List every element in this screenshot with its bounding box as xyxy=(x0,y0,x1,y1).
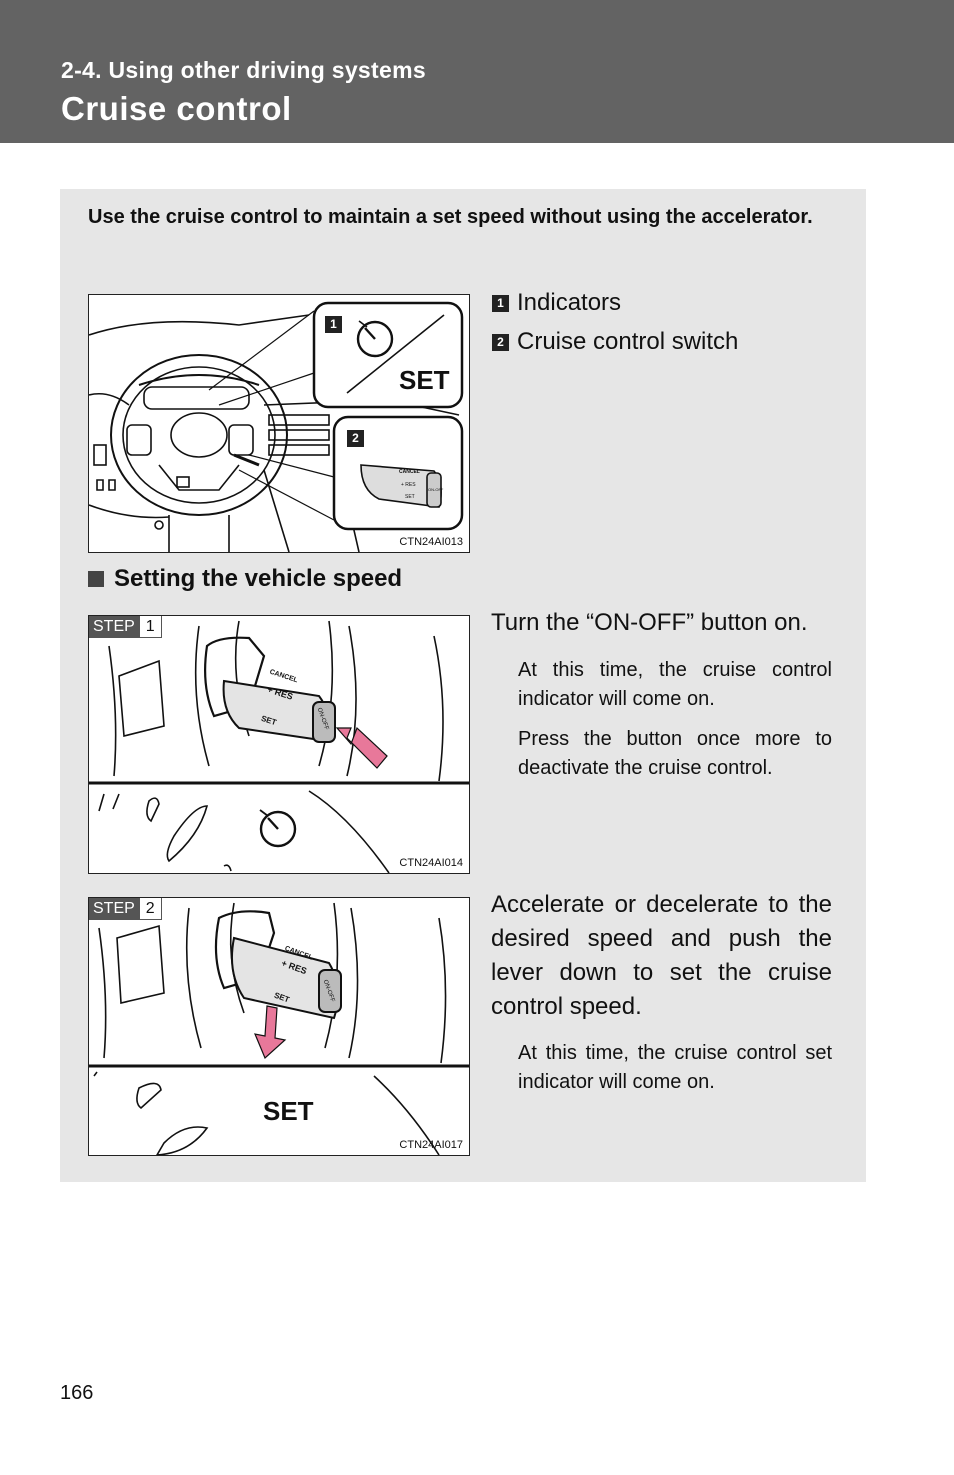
callout-number-2: 2 xyxy=(352,431,359,445)
step-2-figure: STEP 2 CANCEL + RES SET ON-OFF SET CTN24… xyxy=(88,897,470,1156)
legend-number: 1 xyxy=(492,294,509,312)
legend-item-cruise-switch: 2 Cruise control switch xyxy=(492,328,738,356)
step-badge: STEP 1 xyxy=(89,616,162,638)
figure-code: CTN24AI013 xyxy=(399,536,463,548)
legend-label: Indicators xyxy=(517,289,622,316)
set-indicator-text: SET xyxy=(263,1096,314,1126)
step-1-note-1: At this time, the cruise control indicat… xyxy=(518,659,832,710)
section-label: 2-4. Using other driving systems xyxy=(61,57,426,83)
switch-label-res: + RES xyxy=(401,482,416,488)
legend-item-indicators: 1 Indicators xyxy=(492,289,621,317)
square-bullet-icon xyxy=(88,571,104,587)
figure-code: CTN24AI014 xyxy=(399,857,463,869)
subsection-heading: Setting the vehicle speed xyxy=(88,565,402,593)
legend-label: Cruise control switch xyxy=(517,328,739,355)
push-arrow-icon xyxy=(335,726,388,769)
callout-number-1: 1 xyxy=(330,317,337,331)
legend-number: 2 xyxy=(492,333,509,351)
step-1-figure: STEP 1 CANCEL + RES SET ON-OFF CTN24AI01… xyxy=(88,615,470,874)
switch-label-set: SET xyxy=(405,494,415,500)
on-off-lever-illustration xyxy=(89,620,469,873)
step-2-note-1: At this time, the cruise control set ind… xyxy=(518,1042,832,1093)
switch-label-cancel: CANCEL xyxy=(399,469,420,475)
step-1-note-2: Press the button once more to deactivate… xyxy=(518,728,832,779)
step-badge: STEP 2 xyxy=(89,898,162,920)
step-2-instruction: Accelerate or decelerate to the desired … xyxy=(491,891,832,1020)
intro-text: Use the cruise control to maintain a set… xyxy=(88,206,813,228)
set-lever-illustration xyxy=(89,902,469,1155)
chapter-header: 2-4. Using other driving systems Cruise … xyxy=(0,0,954,143)
dashboard-illustration xyxy=(89,301,464,552)
figure-code: CTN24AI017 xyxy=(399,1139,463,1151)
push-down-arrow-icon xyxy=(254,1005,287,1060)
overview-figure: 1 2 SET CANCEL + RES SET ON-OFF CTN24AI0… xyxy=(88,294,470,553)
step-1-instruction: Turn the “ON-OFF” button on. xyxy=(491,609,808,636)
set-indicator-text: SET xyxy=(399,365,450,395)
switch-label-on-off: ON-OFF xyxy=(428,487,444,492)
page-number: 166 xyxy=(60,1382,94,1404)
page-title: Cruise control xyxy=(61,90,292,127)
